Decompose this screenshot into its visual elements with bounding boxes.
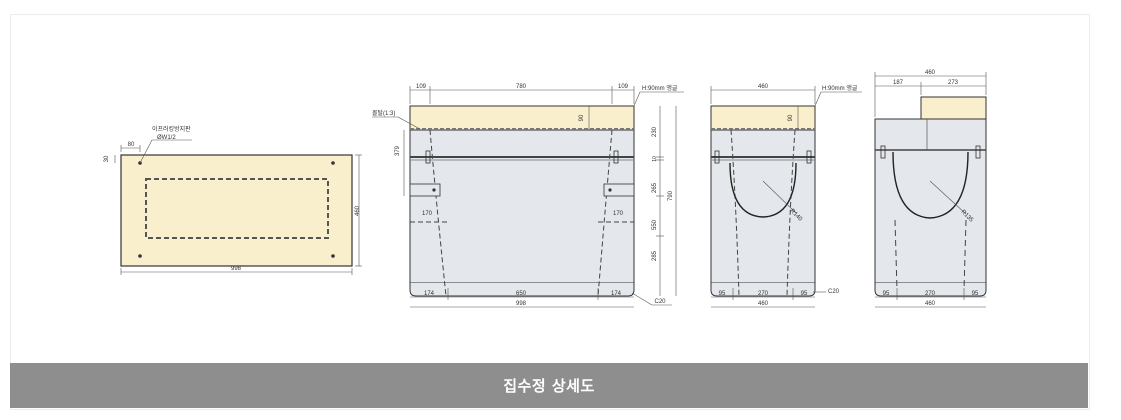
plan-dim-width: 998 bbox=[231, 266, 242, 272]
inlet-pipe bbox=[409, 183, 441, 197]
front-label-c20: C20 bbox=[654, 299, 666, 305]
bolt-hole bbox=[331, 161, 335, 165]
plan-view: 998 460 80 30 이프러킹방지판 ØW1/2 bbox=[104, 125, 362, 275]
front-dim-170-right: 170 bbox=[613, 211, 624, 217]
front-dim-90: 90 bbox=[579, 114, 585, 121]
sump-detail-drawing: 998 460 80 30 이프러킹방지판 ØW1/2 90 bbox=[104, 70, 987, 308]
side-view: R140 90 460 H:90mm 앵글 95 270 95 460 C20 bbox=[710, 84, 862, 308]
section-dim-top-left: 187 bbox=[893, 80, 904, 86]
section-body bbox=[874, 118, 987, 284]
front-dim-230: 230 bbox=[652, 126, 658, 137]
front-dim-bottom-mid: 650 bbox=[516, 291, 527, 297]
section-dim-top: 460 bbox=[925, 70, 936, 76]
front-dim-10: 10 bbox=[652, 156, 658, 162]
side-body bbox=[710, 129, 816, 284]
side-dim-top: 460 bbox=[758, 84, 769, 90]
side-dim-total: 460 bbox=[758, 301, 769, 307]
front-dim-bottom-right: 174 bbox=[611, 291, 622, 297]
front-dim-total: 998 bbox=[516, 301, 527, 307]
plan-dim-offset-x: 80 bbox=[128, 142, 135, 148]
front-dim-790: 790 bbox=[668, 190, 674, 201]
front-dim-379: 379 bbox=[395, 145, 401, 156]
outlet-pipe bbox=[603, 183, 635, 197]
plan-opening-outline bbox=[145, 178, 329, 239]
section-view: R135 460 187 273 95 270 95 460 bbox=[874, 70, 987, 308]
section-trough-curve bbox=[892, 151, 969, 219]
front-dim-left: 109 bbox=[416, 84, 427, 90]
side-dim-bottom-left: 95 bbox=[719, 291, 726, 297]
front-dim-170-left: 170 bbox=[422, 211, 433, 217]
plan-dim-height: 460 bbox=[355, 205, 361, 216]
front-dim-550: 550 bbox=[652, 219, 658, 230]
plan-cover-plate bbox=[120, 154, 353, 267]
side-trough-curve bbox=[729, 162, 797, 218]
section-dim-bottom-left: 95 bbox=[883, 291, 890, 297]
bolt-hole bbox=[138, 254, 142, 258]
front-dim-mid: 780 bbox=[516, 84, 527, 90]
bolt-hole bbox=[331, 254, 335, 258]
front-dim-285: 285 bbox=[652, 250, 658, 261]
section-dim-bottom-right: 95 bbox=[972, 291, 979, 297]
front-label-angle: H:90mm 앵글 bbox=[642, 85, 678, 92]
front-view: 90 109 780 109 H:90mm 앵글 몰탈(1:3) 379 230… bbox=[372, 84, 684, 308]
side-label-angle: H:90mm 앵글 bbox=[822, 85, 858, 92]
caption-title: 집수정 상세도 bbox=[503, 377, 595, 395]
front-dim-265: 265 bbox=[652, 182, 658, 193]
plan-label-note: 이프러킹방지판 bbox=[152, 125, 191, 133]
front-label-mortar: 몰탈(1:3) bbox=[372, 109, 395, 117]
side-label-c20: C20 bbox=[828, 289, 840, 295]
front-body bbox=[409, 129, 635, 284]
side-dim-bottom-mid: 270 bbox=[758, 291, 769, 297]
section-dim-top-right: 273 bbox=[948, 80, 959, 86]
side-dim-bottom-right: 95 bbox=[801, 291, 808, 297]
side-cover bbox=[710, 105, 816, 131]
front-cover bbox=[409, 105, 635, 131]
section-dim-total: 460 bbox=[925, 301, 936, 307]
section-cover bbox=[920, 96, 987, 120]
plan-dim-offset-y: 30 bbox=[104, 155, 110, 162]
plan-label-size: ØW1/2 bbox=[157, 135, 176, 141]
front-dim-right: 109 bbox=[618, 84, 629, 90]
caption-bar: 집수정 상세도 bbox=[10, 363, 1088, 408]
section-dim-bottom-mid: 270 bbox=[925, 291, 936, 297]
front-dim-bottom-left: 174 bbox=[424, 291, 435, 297]
side-dim-90: 90 bbox=[788, 114, 794, 121]
